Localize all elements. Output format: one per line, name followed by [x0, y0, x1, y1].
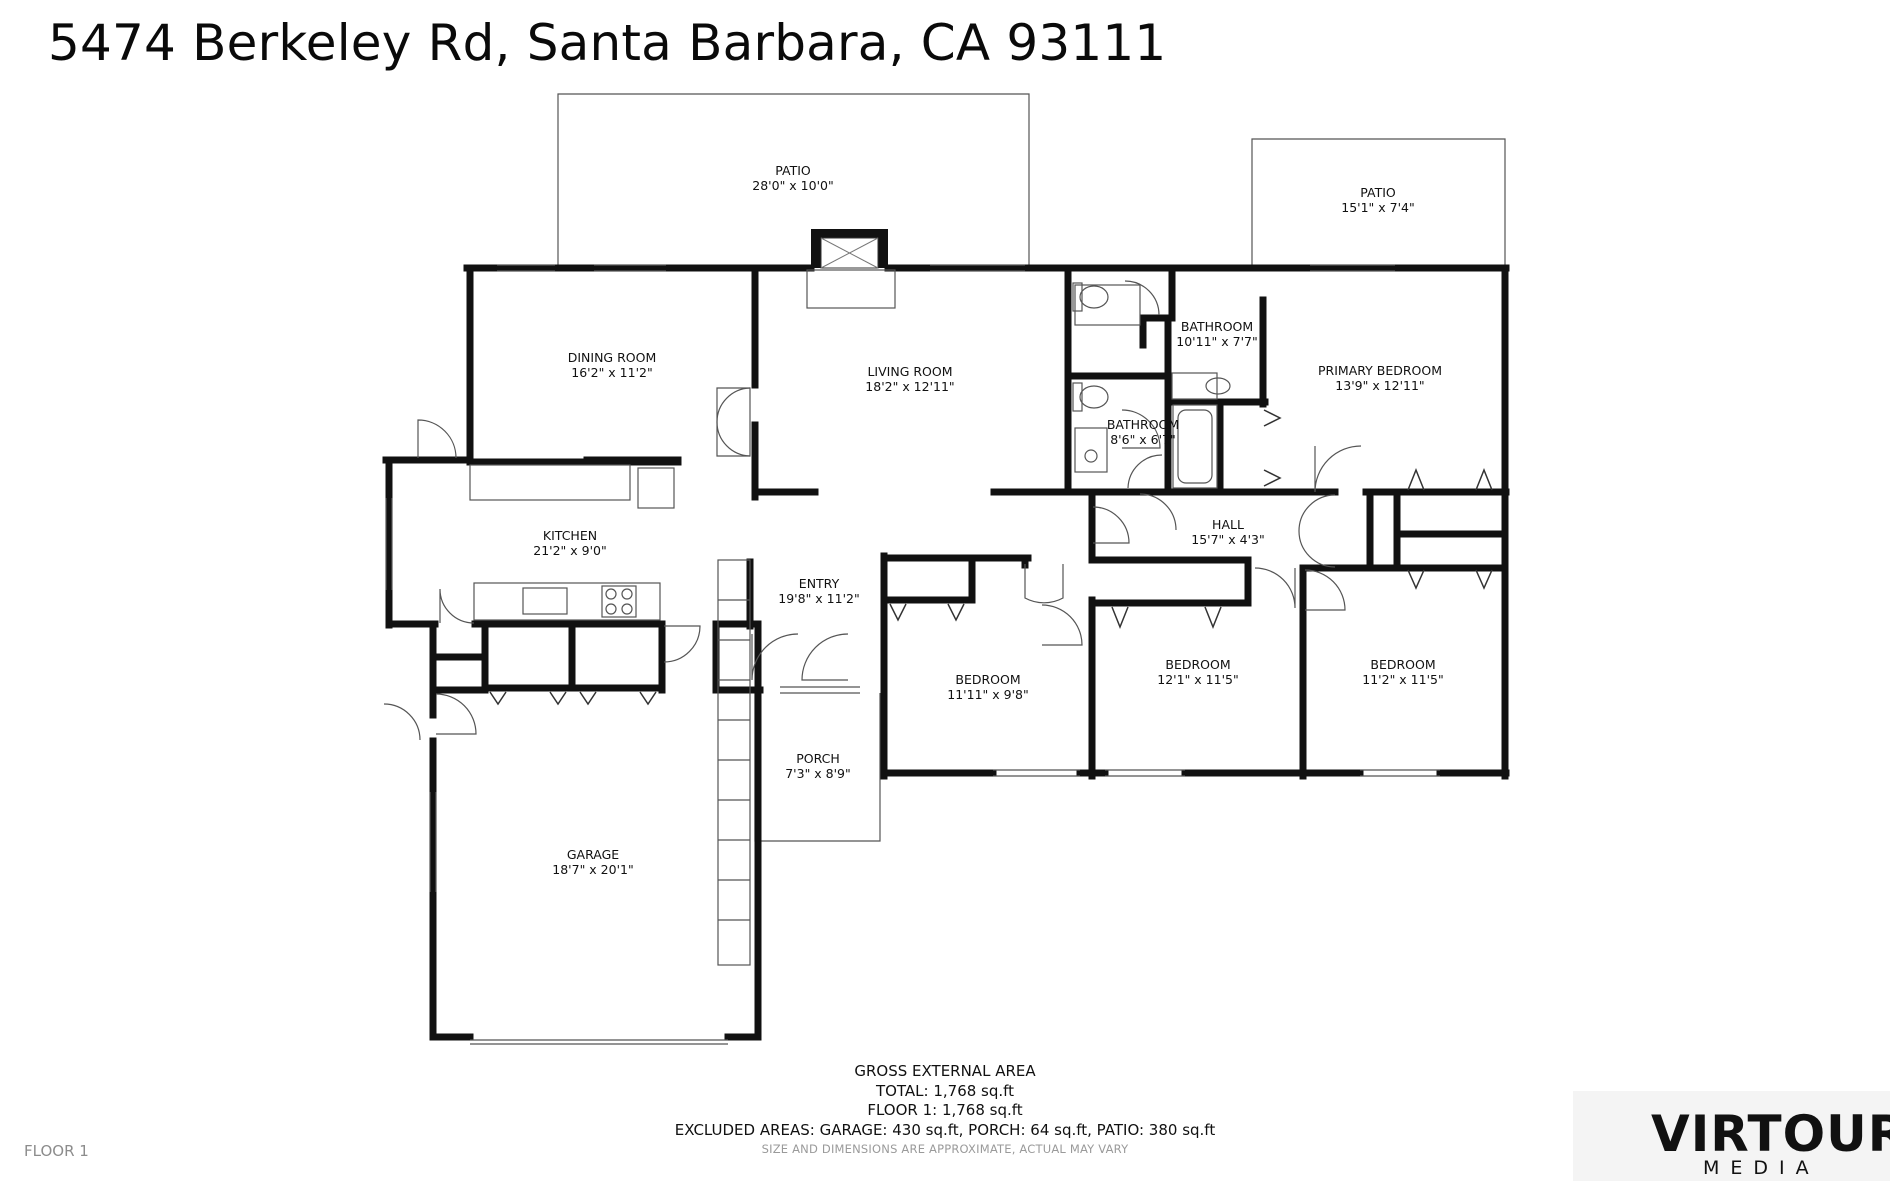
room-dims-kitchen: 21'2" x 9'0" — [533, 543, 606, 558]
approximation-note: SIZE AND DIMENSIONS ARE APPROXIMATE, ACT… — [761, 1142, 1129, 1156]
gross-area-total: TOTAL: 1,768 sq.ft — [875, 1081, 1015, 1100]
room-name-bedroom-3: BEDROOM — [1370, 657, 1435, 672]
kitchen-counters — [469, 464, 675, 621]
room-dims-bathroom-primary: 10'11" x 7'7" — [1176, 334, 1257, 349]
room-name-hall: HALL — [1212, 517, 1244, 532]
room-name-patio-main: PATIO — [775, 163, 811, 178]
room-dims-hall: 15'7" x 4'3" — [1191, 532, 1264, 547]
room-name-entry: ENTRY — [799, 576, 840, 591]
room-name-garage: GARAGE — [567, 847, 619, 862]
room-dims-dining-room: 16'2" x 11'2" — [571, 365, 652, 380]
room-labels: PATIO 28'0" x 10'0" PATIO 15'1" x 7'4" D… — [533, 163, 1443, 877]
room-dims-garage: 18'7" x 20'1" — [552, 862, 633, 877]
gross-area-summary: GROSS EXTERNAL AREA TOTAL: 1,768 sq.ft F… — [660, 1062, 1230, 1160]
logo-brand: VIRTOUR — [1651, 1105, 1890, 1163]
room-name-bedroom-1: BEDROOM — [955, 672, 1020, 687]
door-swings — [383, 280, 1362, 741]
room-dims-porch: 7'3" x 8'9" — [785, 766, 851, 781]
room-name-bathroom-hall: BATHROOM — [1107, 417, 1179, 432]
gross-area-floor: FLOOR 1: 1,768 sq.ft — [867, 1101, 1023, 1119]
room-dims-bedroom-2: 12'1" x 11'5" — [1157, 672, 1238, 687]
room-name-porch: PORCH — [796, 751, 840, 766]
walls — [382, 264, 1510, 1041]
room-dims-patio-primary: 15'1" x 7'4" — [1341, 200, 1414, 215]
room-name-bathroom-primary: BATHROOM — [1181, 319, 1253, 334]
room-dims-entry: 19'8" x 11'2" — [778, 591, 859, 606]
gross-area-heading: GROSS EXTERNAL AREA — [854, 1062, 1036, 1080]
garage-steps — [717, 559, 751, 966]
logo-sub: MEDIA — [1703, 1157, 1820, 1179]
patio-main-outline — [557, 93, 1030, 265]
room-dims-bathroom-hall: 8'6" x 6'7" — [1110, 432, 1176, 447]
windows — [385, 264, 1440, 1045]
fireplace — [806, 229, 896, 309]
room-dims-bedroom-3: 11'2" x 11'5" — [1362, 672, 1443, 687]
room-name-patio-primary: PATIO — [1360, 185, 1396, 200]
gross-area-excluded: EXCLUDED AREAS: GARAGE: 430 sq.ft, PORCH… — [674, 1120, 1216, 1139]
room-name-bedroom-2: BEDROOM — [1165, 657, 1230, 672]
room-dims-living-room: 18'2" x 12'11" — [865, 379, 954, 394]
room-name-primary-bedroom: PRIMARY BEDROOM — [1318, 363, 1442, 378]
patio-outlines — [557, 93, 1506, 265]
bathroom-fixtures — [1072, 282, 1231, 489]
room-dims-primary-bedroom: 13'9" x 12'11" — [1335, 378, 1424, 393]
floor-label: FLOOR 1 — [24, 1142, 89, 1160]
room-dims-bedroom-1: 11'11" x 9'8" — [947, 687, 1028, 702]
room-dims-patio-main: 28'0" x 10'0" — [752, 178, 833, 193]
property-address: 5474 Berkeley Rd, Santa Barbara, CA 9311… — [48, 14, 1167, 72]
patio-primary-outline — [1251, 138, 1506, 265]
room-name-living-room: LIVING ROOM — [867, 364, 952, 379]
room-name-kitchen: KITCHEN — [543, 528, 597, 543]
room-name-dining-room: DINING ROOM — [568, 350, 657, 365]
virtour-logo: VIRTOUR MEDIA — [1573, 1091, 1890, 1181]
closet-doors — [489, 409, 1493, 706]
